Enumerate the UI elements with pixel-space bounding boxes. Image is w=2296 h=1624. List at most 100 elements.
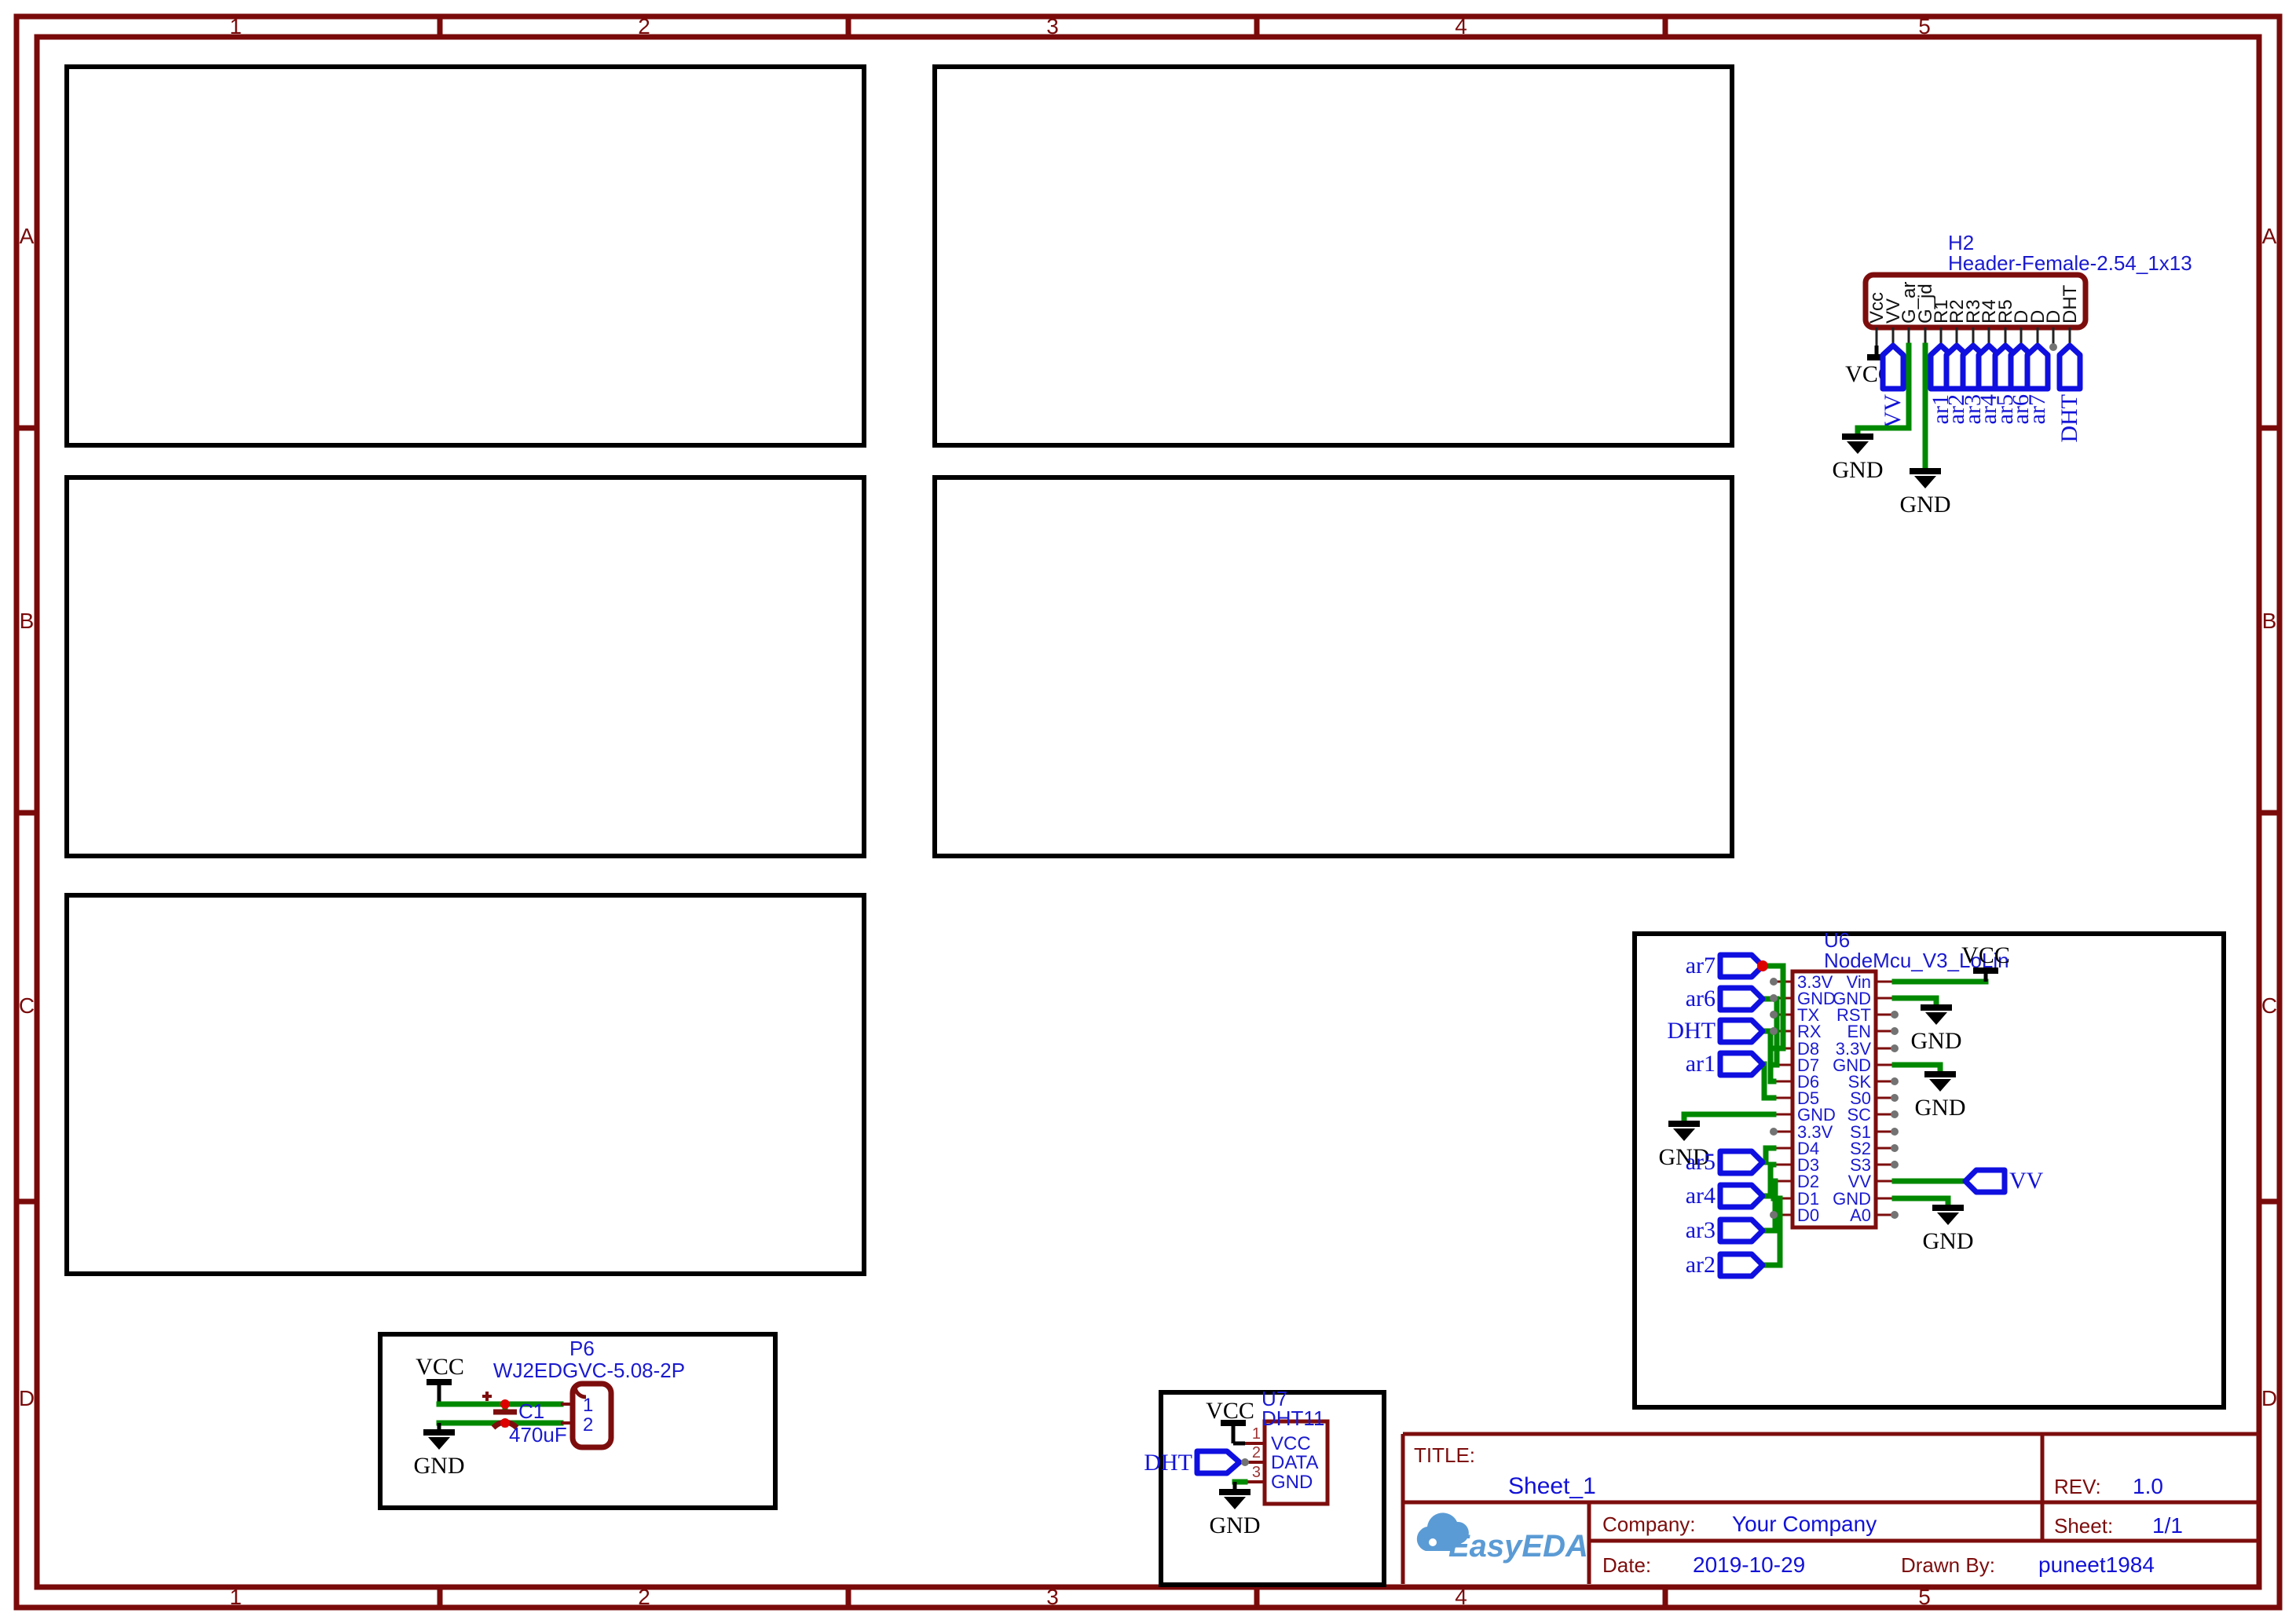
net-flag-shape	[1880, 342, 1906, 392]
zone-number: 5	[1918, 14, 1931, 38]
svg-text:GND: GND	[1833, 989, 1871, 1008]
mcu-gnd-right1[interactable]: GND	[1911, 1004, 1962, 1054]
dht-gnd-flag[interactable]: GND	[1210, 1479, 1261, 1538]
gnd-label: GND	[1900, 492, 1951, 518]
svg-text:RST: RST	[1836, 1005, 1871, 1025]
header-pin-labels: Vcc VV G_ar G_jd R1 R2 R3 R4 R5 D D D DH…	[1866, 282, 2081, 324]
sheet-value: 1/1	[2152, 1513, 2183, 1538]
header-dht-flag[interactable]: DHT	[2056, 342, 2083, 443]
dht-label: DHT	[2056, 394, 2082, 443]
relay-circuit-4[interactable]: JD-VCC VCC ar4	[932, 64, 1734, 448]
svg-text:1: 1	[583, 1395, 593, 1416]
svg-text:R2: R2	[1946, 299, 1968, 324]
svg-text:ar7: ar7	[2024, 394, 2050, 424]
svg-text:VCC: VCC	[416, 1354, 464, 1380]
svg-text:GND: GND	[1659, 1144, 1710, 1170]
dht-block[interactable]: U7 DHT11 1 2 3 VCC DATA GND VCC DHT GND	[1144, 1387, 1386, 1587]
mcu-vv-flag[interactable]: VV	[1962, 1167, 2044, 1195]
svg-text:GND: GND	[1923, 1228, 1974, 1254]
svg-text:D3: D3	[1797, 1155, 1819, 1175]
mcu-flag-ar7[interactable]: ar7	[1686, 952, 1768, 980]
svg-text:G_jd: G_jd	[1915, 283, 1936, 324]
svg-text:VV: VV	[2009, 1168, 2044, 1194]
svg-text:1: 1	[1252, 1425, 1261, 1443]
logo-text: EasyEDA	[1448, 1529, 1588, 1564]
mcu-gnd-right3[interactable]: GND	[1923, 1205, 1974, 1254]
p6-connector[interactable]: 1 2	[561, 1381, 614, 1450]
svg-text:Vcc: Vcc	[1866, 292, 1888, 324]
title-label: TITLE:	[1414, 1443, 1475, 1467]
header-ref: H2	[1948, 231, 1974, 254]
relay-circuit-1[interactable]: JD-VCC ar1 1 2 4	[64, 64, 866, 448]
relay-circuit-blocks[interactable]: JD-VCC ar1 1 2 4	[64, 64, 1734, 1276]
relay-circuit-3[interactable]: JD-VCC ar3 1 2 4	[64, 893, 866, 1276]
svg-text:EN: EN	[1847, 1022, 1871, 1041]
svg-text:G_ar: G_ar	[1899, 282, 1920, 324]
svg-text:3.3V: 3.3V	[1797, 972, 1833, 992]
header-gnd1[interactable]: GND	[1833, 342, 1912, 483]
mcu-flag-ar3[interactable]: ar3	[1686, 1216, 1766, 1245]
svg-text:VCC: VCC	[1206, 1398, 1254, 1424]
dht-part: DHT11	[1262, 1406, 1324, 1430]
p6-gnd-flag[interactable]: GND	[414, 1423, 465, 1479]
zone-number: 4	[1455, 1585, 1467, 1609]
dht-net-flag[interactable]: DHT	[1144, 1448, 1249, 1476]
mcu-flag-dht[interactable]: DHT	[1667, 1017, 1766, 1045]
unconnected-pin-dot	[2049, 343, 2057, 351]
svg-text:3.3V: 3.3V	[1836, 1039, 1872, 1059]
mcu-vcc-flag[interactable]: VCC	[1961, 942, 2010, 982]
svg-text:2: 2	[1252, 1444, 1261, 1461]
dht-vcc-flag[interactable]: VCC	[1206, 1398, 1254, 1446]
svg-text:D8: D8	[1797, 1039, 1819, 1059]
svg-text:GND: GND	[1911, 1028, 1962, 1054]
mcu-flag-ar4[interactable]: ar4	[1686, 1182, 1766, 1210]
zone-row: D	[2261, 1386, 2277, 1410]
title-block: TITLE: Sheet_1 REV: 1.0 Company: Your Co…	[1401, 1432, 2259, 1584]
mcu-body	[1790, 969, 1878, 1230]
svg-text:ar2: ar2	[1943, 394, 1969, 424]
mcu-ref: U6	[1824, 928, 1850, 952]
svg-text:S1: S1	[1850, 1122, 1871, 1142]
circuit-block-border: JD-VCC ar5 1 2 4	[932, 475, 1734, 858]
relay-circuit-5[interactable]: JD-VCC ar5 1 2 4	[932, 475, 1734, 858]
company-value: Your Company	[1732, 1512, 1877, 1536]
mcu-flag-ar1[interactable]: ar1	[1686, 1050, 1766, 1078]
mcu-flag-ar6[interactable]: ar6	[1686, 985, 1766, 1013]
date-value: 2019-10-29	[1693, 1553, 1805, 1577]
mcu-gnd-right2[interactable]: GND	[1915, 1071, 1966, 1121]
header-pin-lines	[1875, 327, 2071, 346]
p6-vcc-flag[interactable]: VCC	[416, 1354, 464, 1404]
mcu-flag-ar2[interactable]: ar2	[1686, 1251, 1766, 1279]
svg-text:ar4: ar4	[1976, 394, 2001, 424]
mcu-gnd-left[interactable]: GND	[1659, 1121, 1710, 1170]
header-gnd2[interactable]: GND	[1900, 342, 1951, 518]
svg-text:RX: RX	[1797, 1022, 1822, 1041]
mcu-flag-ar5[interactable]: ar5	[1686, 1148, 1766, 1176]
power-connector-block[interactable]: P6 WJ2EDGVC-5.08-2P VCC GND C1 470uF 1	[378, 1332, 778, 1510]
conn-part: WJ2EDGVC-5.08-2P	[493, 1359, 685, 1382]
svg-text:D: D	[2011, 310, 2032, 324]
svg-text:R3: R3	[1963, 299, 1984, 324]
header-h2[interactable]: H2 Header-Female-2.54_1x13 Vcc VV G_ar G…	[1833, 231, 2192, 518]
zone-number: 2	[638, 1585, 650, 1609]
circuit-block-border: JD-VCC ar1 1 2 4	[64, 64, 866, 448]
gnd-label: GND	[1833, 457, 1884, 483]
circuit-block-border: JD-VCC VCC ar4	[932, 64, 1734, 448]
svg-text:S3: S3	[1850, 1155, 1871, 1175]
circuit-block-border: JD-VCC ar2 1 2 4	[64, 475, 866, 858]
header-ar-flags[interactable]: ar1 ar2 ar3 ar4 ar5 ar6 ar7	[1928, 342, 2051, 424]
connector-pins	[561, 1403, 573, 1425]
svg-text:DHT: DHT	[2060, 284, 2081, 324]
capacitor-c1[interactable]: C1 470uF	[482, 1392, 567, 1447]
circuit-block-border: JD-VCC ar3 1 2 4	[64, 893, 866, 1276]
block-border	[1159, 1390, 1386, 1587]
svg-text:R5: R5	[1995, 299, 2016, 324]
svg-text:ar3: ar3	[1686, 1217, 1716, 1243]
relay-circuit-2[interactable]: JD-VCC ar2 1 2 4	[64, 475, 866, 858]
svg-text:ar5: ar5	[1686, 1149, 1716, 1175]
svg-text:GND: GND	[1797, 1105, 1836, 1125]
easyeda-logo: EasyEDA	[1416, 1512, 1588, 1564]
header-vv-flag[interactable]: VV	[1880, 342, 1906, 428]
